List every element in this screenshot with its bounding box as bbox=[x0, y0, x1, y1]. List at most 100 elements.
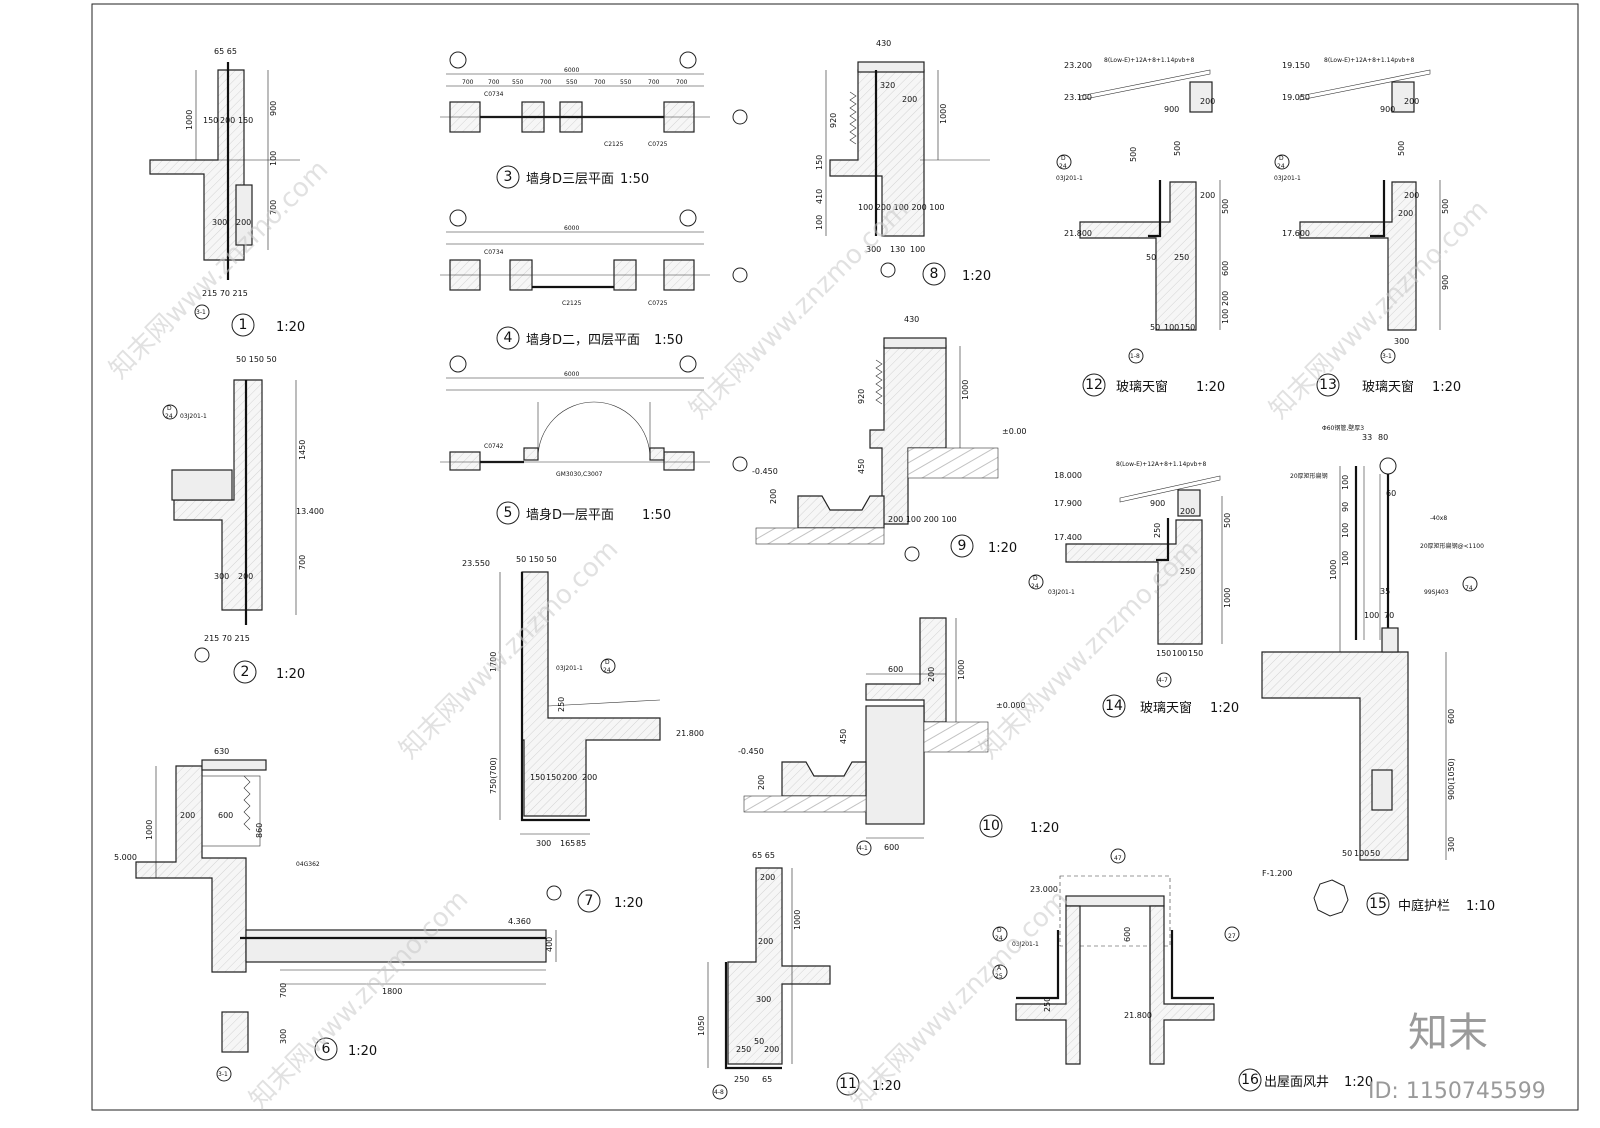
detail-16-dim-250: 250 bbox=[1043, 997, 1052, 1012]
detail-7-dim-top: 50 150 50 bbox=[516, 555, 557, 564]
detail-6-dim-1000: 1000 bbox=[145, 820, 154, 840]
detail-13-tag: 3-1 bbox=[1382, 353, 1392, 360]
detail-2-number: 2 bbox=[241, 664, 250, 680]
detail-7-ref-a: D bbox=[605, 659, 610, 666]
detail-16-ref-e: 27 bbox=[1228, 933, 1236, 940]
detail-14-ref-a: D bbox=[1033, 575, 1038, 582]
detail-8-dim-130: 130 bbox=[890, 245, 905, 254]
detail-11-dim-1050: 1050 bbox=[697, 1016, 706, 1036]
detail-12-dim-600: 600 bbox=[1221, 261, 1230, 276]
detail-12-scale: 1:20 bbox=[1196, 380, 1225, 395]
detail-2-dim-200: 200 bbox=[238, 572, 253, 581]
detail-1-scale: 1:20 bbox=[276, 320, 305, 335]
detail-15-dim-35: 35 bbox=[1380, 587, 1390, 596]
detail-2-level: 13.400 bbox=[296, 507, 324, 516]
detail-1-dim-200b: 200 bbox=[236, 218, 251, 227]
detail-2: 50 150 50 1450 700 300 200 13.400 D 24 0… bbox=[162, 355, 324, 684]
detail-8-number: 8 bbox=[930, 266, 939, 282]
detail-11-dim-65: 65 bbox=[762, 1075, 772, 1084]
detail-7-inner-1: 150 bbox=[530, 773, 545, 782]
detail-3-number: 3 bbox=[504, 169, 513, 185]
detail-12-dim-100: 100 bbox=[1221, 309, 1230, 324]
detail-4-title: 墙身D二，四层平面 bbox=[526, 332, 640, 348]
detail-3-number-circle bbox=[496, 165, 520, 189]
detail-12-dim-200c: 200 bbox=[1221, 291, 1230, 306]
detail-16-ref-f: 47 bbox=[1114, 855, 1122, 862]
detail-3-span-4: 700 bbox=[540, 79, 552, 86]
detail-15-number: 15 bbox=[1369, 896, 1387, 912]
detail-9-dim-920: 920 bbox=[857, 389, 866, 404]
detail-2-ref-code: 03J201-1 bbox=[180, 413, 207, 420]
detail-13-dim-200: 200 bbox=[1404, 97, 1419, 106]
detail-11-dim-200: 200 bbox=[760, 873, 775, 882]
detail-5-total: 6000 bbox=[564, 371, 579, 378]
detail-3-span-5: 550 bbox=[566, 79, 578, 86]
detail-4-tag-c2125: C2125 bbox=[562, 300, 582, 307]
detail-10: 600 200 1000 450 200 600 ±0.000 -0.450 4… bbox=[738, 617, 1059, 856]
detail-6-dim-630: 630 bbox=[214, 747, 229, 756]
detail-12-dim-150: 150 bbox=[1180, 323, 1195, 332]
detail-12-ref-a: D bbox=[1061, 155, 1066, 162]
detail-10-number-circle bbox=[979, 814, 1003, 838]
detail-15-level: F-1.200 bbox=[1262, 869, 1292, 878]
detail-2-number-circle bbox=[233, 660, 257, 684]
detail-9: 430 920 1000 450 200 200 100 200 100 ±0.… bbox=[752, 315, 1027, 562]
detail-14-title: 玻璃天窗 bbox=[1140, 700, 1192, 716]
detail-3-tag-c2125: C2125 bbox=[604, 141, 624, 148]
detail-5-number: 5 bbox=[504, 505, 513, 521]
detail-11-dim-50: 50 bbox=[754, 1037, 764, 1046]
detail-9-dim-450: 450 bbox=[857, 459, 866, 474]
detail-15-dim-100c: 100 bbox=[1341, 551, 1350, 566]
detail-6-dim-200: 200 bbox=[180, 811, 195, 820]
detail-4-total: 6000 bbox=[564, 225, 579, 232]
detail-15-title: 中庭护栏 bbox=[1398, 898, 1450, 914]
detail-4: 6000 C0734 C2125 C0725 4 墙身D二，四层平面 1:50 bbox=[440, 209, 748, 350]
detail-13-ref-b: 24 bbox=[1277, 163, 1285, 170]
detail-4-scale: 1:50 bbox=[654, 333, 683, 348]
detail-9-scale: 1:20 bbox=[988, 541, 1017, 556]
detail-12-title: 玻璃天窗 bbox=[1116, 379, 1168, 395]
detail-15-ref-1: 99SJ403 bbox=[1424, 589, 1449, 596]
detail-2-dim-top: 50 150 50 bbox=[236, 355, 277, 364]
detail-15-dim-900: 900(1050) bbox=[1447, 758, 1456, 800]
detail-3-span-1: 700 bbox=[462, 79, 474, 86]
detail-14-dim-150: 150 bbox=[1156, 649, 1171, 658]
detail-11-dim-top: 65 65 bbox=[752, 851, 775, 860]
detail-12-dim-250: 250 bbox=[1174, 253, 1189, 262]
detail-15-note-3: 20厚矩形扁钢 bbox=[1290, 472, 1328, 480]
detail-3-span-7: 550 bbox=[620, 79, 632, 86]
detail-6: 630 1000 860 200 600 700 300 1800 400 5.… bbox=[114, 747, 557, 1082]
detail-16-level-top: 23.000 bbox=[1030, 885, 1058, 894]
detail-13-dim-500b: 500 bbox=[1441, 199, 1450, 214]
detail-14-tag: 4-7 bbox=[1158, 677, 1168, 684]
detail-13-scale: 1:20 bbox=[1432, 380, 1461, 395]
detail-14-level-b: 17.900 bbox=[1054, 499, 1082, 508]
detail-13-level-b: 19.050 bbox=[1282, 93, 1310, 102]
detail-8-scale: 1:20 bbox=[962, 269, 991, 284]
detail-12-dim-200b: 200 bbox=[1200, 191, 1215, 200]
detail-8-dim-100: 100 bbox=[815, 215, 824, 230]
detail-15-dim-60: 60 bbox=[1386, 489, 1396, 498]
detail-10-dim-200b: 200 bbox=[757, 775, 766, 790]
detail-3-span-6: 700 bbox=[594, 79, 606, 86]
detail-3: 6000 700 700 550 700 550 700 550 700 700… bbox=[440, 51, 748, 189]
detail-1-dim-700: 700 bbox=[269, 200, 278, 215]
detail-14: 8(Low-E)+12A+8+1.14pvb+8 18.000 17.900 1… bbox=[1028, 461, 1239, 718]
detail-15-note-4: 20厚矩形扁钢@<1100 bbox=[1420, 542, 1484, 550]
detail-9-number-circle bbox=[950, 534, 974, 558]
detail-15-dim-50b: 50 bbox=[1370, 849, 1380, 858]
detail-13-ref-a: D bbox=[1279, 155, 1284, 162]
detail-15-number-circle bbox=[1366, 892, 1390, 916]
watermark-3: 知末网www.znzmo.com bbox=[684, 194, 915, 425]
detail-10-dim-1000: 1000 bbox=[957, 660, 966, 680]
detail-5-tag-c0742: C0742 bbox=[484, 443, 504, 450]
detail-12-number: 12 bbox=[1085, 377, 1103, 393]
watermark-6: 知末网www.znzmo.com bbox=[244, 884, 475, 1115]
detail-7-number-circle bbox=[577, 889, 601, 913]
detail-1-tag: 3-1 bbox=[196, 309, 206, 316]
detail-8-dim-410: 410 bbox=[815, 189, 824, 204]
detail-11-scale: 1:20 bbox=[872, 1079, 901, 1094]
detail-12-level-b: 23.100 bbox=[1064, 93, 1092, 102]
detail-13-dim-200c: 200 bbox=[1398, 209, 1413, 218]
